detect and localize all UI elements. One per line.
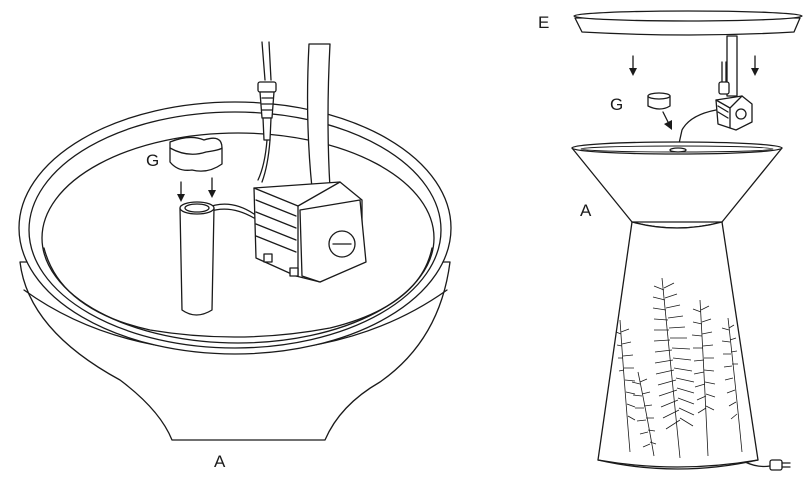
down-arrow-right-2 <box>751 55 759 76</box>
label-a-left: A <box>214 452 226 471</box>
fern-pattern <box>615 277 743 459</box>
label-g-left: G <box>146 151 159 170</box>
label-g-right: G <box>610 95 623 114</box>
label-a-right: A <box>580 201 592 220</box>
bowl-inner-edge <box>41 132 435 344</box>
label-e: E <box>538 13 549 32</box>
down-arrow-right-1 <box>629 55 637 76</box>
pump-cover-piece <box>169 136 223 172</box>
column-tube <box>179 201 215 316</box>
left-figure: G A <box>18 41 452 471</box>
pedestal <box>597 221 759 470</box>
pump-small <box>715 95 753 131</box>
power-cord <box>261 41 266 81</box>
tray-tube <box>726 35 738 97</box>
bowl-rim-outer <box>18 101 452 355</box>
bowl-top <box>571 141 783 229</box>
pump <box>253 181 367 283</box>
outlet-tube <box>306 43 331 189</box>
right-figure: E G <box>538 10 803 471</box>
down-arrow-left-1 <box>177 181 185 202</box>
base-power-cord <box>744 459 791 471</box>
diagonal-arrow <box>662 111 672 130</box>
pump-cover-piece-right <box>647 92 671 110</box>
cord-right <box>677 109 717 149</box>
top-tray <box>573 10 803 36</box>
down-arrow-left-2 <box>208 177 216 198</box>
